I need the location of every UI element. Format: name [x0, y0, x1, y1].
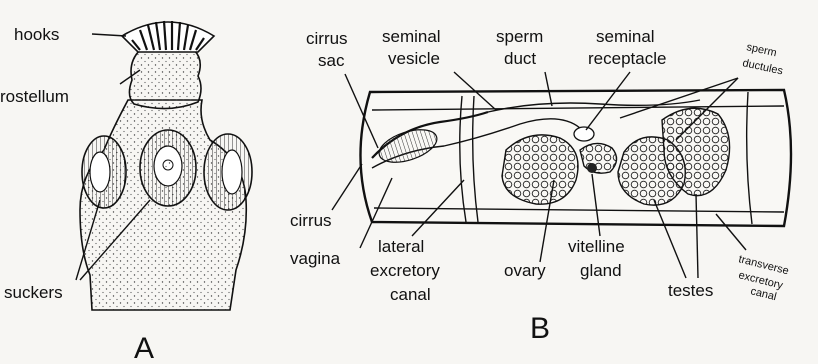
label-testes: testes	[668, 281, 713, 300]
label-seminal-vesicle-2: vesicle	[388, 49, 440, 68]
label-sperm-duct-2: duct	[504, 49, 536, 68]
label-seminal-vesicle-1: seminal	[382, 27, 441, 46]
label-sperm-duct-1: sperm	[496, 27, 543, 46]
label-ovary: ovary	[504, 261, 546, 280]
label-cirrus: cirrus	[290, 211, 332, 230]
vitelline-gland-shape	[587, 163, 597, 173]
label-seminal-receptacle-1: seminal	[596, 27, 655, 46]
label-vagina: vagina	[290, 249, 341, 268]
label-cirrus-sac-2: sac	[318, 51, 345, 70]
label-cirrus-sac-1: cirrus	[306, 29, 348, 48]
label-seminal-receptacle-2: receptacle	[588, 49, 666, 68]
label-suckers: suckers	[4, 283, 63, 302]
label-lateral-excretory-1: lateral	[378, 237, 424, 256]
label-sperm-ductules-2: ductules	[741, 57, 784, 77]
sucker-middle	[140, 130, 196, 206]
label-lateral-excretory-3: canal	[390, 285, 431, 304]
panel-label-b: B	[530, 312, 550, 345]
proglottid-figure: cirrus sac seminal vesicle sperm duct se…	[290, 27, 791, 345]
panel-label-a: A	[134, 332, 154, 364]
rostellum-shape	[129, 50, 201, 109]
label-vitelline-1: vitelline	[568, 237, 625, 256]
label-rostellum: rostellum	[0, 87, 69, 106]
label-hooks: hooks	[14, 25, 59, 44]
sucker-right	[204, 134, 252, 210]
label-lateral-excretory-2: excretory	[370, 261, 440, 280]
hooks-crown	[122, 21, 214, 52]
scolex-figure: hooks rostellum suckers A	[0, 21, 252, 364]
ovary-lobe-left	[502, 135, 578, 204]
label-vitelline-2: gland	[580, 261, 622, 280]
sucker-left	[82, 136, 126, 208]
label-sperm-ductules-1: sperm	[745, 41, 777, 59]
